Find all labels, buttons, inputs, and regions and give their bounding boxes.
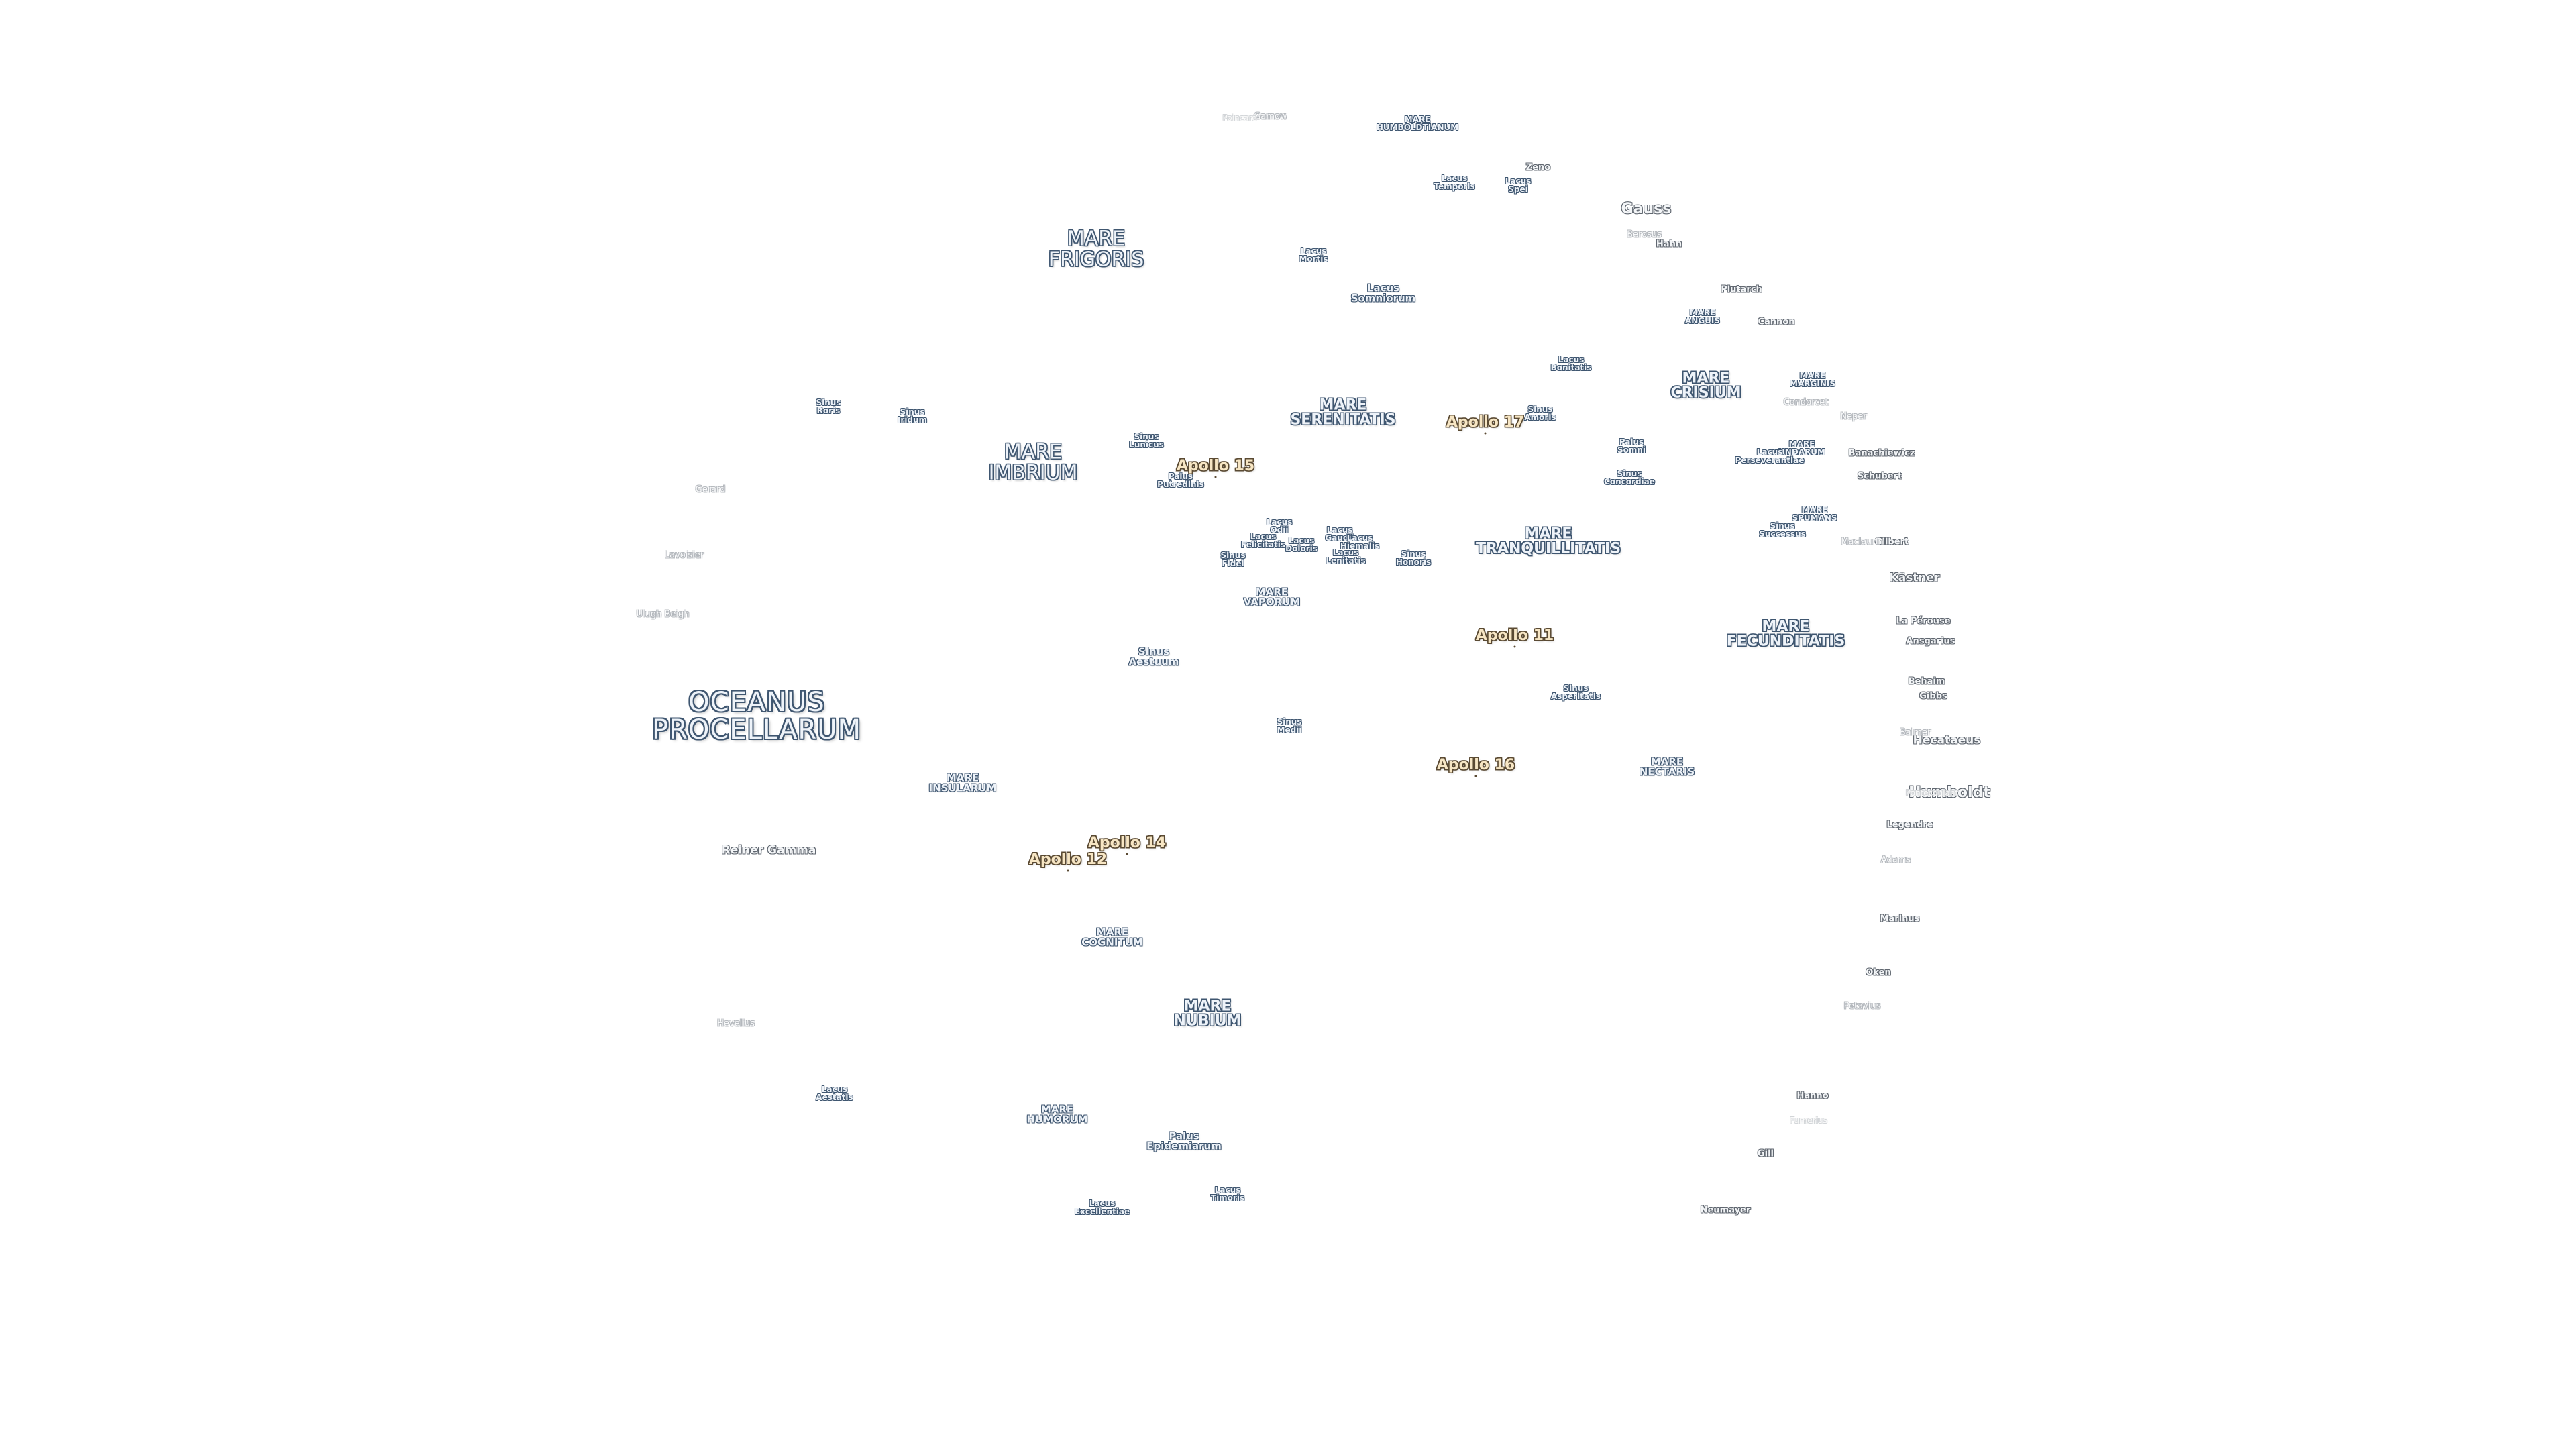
label-behaim[interactable]: Behaim <box>1908 676 1945 687</box>
label-lacus-bonitatis[interactable]: Lacus Bonitatis <box>1550 354 1592 372</box>
label-apollo-14[interactable]: Apollo 14 <box>1087 834 1167 851</box>
label-sinus-fidei[interactable]: Sinus Fidei <box>1220 550 1246 568</box>
label-gauss[interactable]: Gauss <box>1621 200 1672 217</box>
label-gill[interactable]: Gill <box>1757 1148 1774 1159</box>
label-kastner[interactable]: Kästner <box>1889 571 1940 585</box>
label-sinus-successus[interactable]: Sinus Successus <box>1759 521 1806 539</box>
label-mare-vaporum[interactable]: MARE VAPORUM <box>1243 586 1301 608</box>
label-maclaurin[interactable]: Maclaurin <box>1841 537 1884 547</box>
label-plutarch[interactable]: Plutarch <box>1721 284 1762 295</box>
label-gilbert[interactable]: Gilbert <box>1874 537 1909 547</box>
apollo-11-marker[interactable] <box>1513 645 1516 648</box>
apollo-15-marker[interactable] <box>1214 476 1217 478</box>
label-oceanus-procellarum[interactable]: OCEANUS PROCELLARUM <box>651 687 862 745</box>
label-schubert[interactable]: Schubert <box>1857 471 1902 482</box>
label-lacus-felicitatis[interactable]: Lacus Felicitatis <box>1240 531 1286 549</box>
label-lacus-timoris[interactable]: Lacus Timoris <box>1210 1185 1245 1203</box>
label-sinus-iridum[interactable]: Sinus Iridum <box>897 407 928 425</box>
label-sinus-aestuum[interactable]: Sinus Aestuum <box>1128 645 1179 668</box>
label-petavius[interactable]: Petavius <box>1843 1001 1881 1012</box>
label-mare-insularum[interactable]: MARE INSULARUM <box>928 771 997 794</box>
label-hahn[interactable]: Hahn <box>1656 239 1682 250</box>
label-zeno[interactable]: Zeno <box>1525 162 1551 173</box>
label-mare-humorum[interactable]: MARE HUMORUM <box>1026 1103 1088 1126</box>
label-furnerius[interactable]: Furnerius <box>1790 1115 1827 1125</box>
label-mare-spumans[interactable]: MARE SPUMANS <box>1792 504 1837 523</box>
label-lacus-aestatis[interactable]: Lacus Aestatis <box>816 1084 853 1102</box>
label-lacus-hiemalis[interactable]: Lacus Hiemalis <box>1340 533 1380 551</box>
label-lacus-spei[interactable]: Lacus Spei <box>1505 176 1532 194</box>
label-lacus-somniorum[interactable]: Lacus Somniorum <box>1350 282 1416 305</box>
apollo-17-marker[interactable] <box>1484 432 1487 435</box>
label-lacus-doloris[interactable]: Lacus Doloris <box>1285 535 1318 553</box>
label-ansgarius[interactable]: Ansgarius <box>1906 636 1955 647</box>
label-palus-somni[interactable]: Palus Somni <box>1617 437 1646 455</box>
label-legendre[interactable]: Legendre <box>1886 820 1933 830</box>
label-humboldt[interactable]: Humboldt <box>1909 784 1990 801</box>
label-palus-epidemiarum[interactable]: Palus Epidemiarum <box>1146 1130 1222 1152</box>
label-ulugh-beigh[interactable]: Ulugh Beigh <box>636 609 690 620</box>
label-mare-nubium[interactable]: MARE NUBIUM <box>1173 998 1242 1030</box>
label-palus-putredinis[interactable]: Palus Putredinis <box>1157 471 1204 489</box>
label-apollo-17[interactable]: Apollo 17 <box>1446 413 1525 431</box>
label-hecataeus[interactable]: Hecataeus <box>1913 733 1981 747</box>
label-mare-undarum[interactable]: MARE UNDARUM <box>1778 439 1825 457</box>
label-mare-cognitum[interactable]: MARE COGNITUM <box>1081 926 1143 949</box>
label-pontecoulant[interactable]: Pontécoulant <box>1905 788 1959 798</box>
label-lacus-excellentiae[interactable]: Lacus Excellentiae <box>1074 1198 1130 1216</box>
label-lacus-temporis[interactable]: Lacus Temporis <box>1434 173 1475 191</box>
label-poincare[interactable]: Poincaré <box>1222 113 1257 123</box>
label-reiner-gamma[interactable]: Reiner Gamma <box>721 843 816 857</box>
label-sinus-concordiae[interactable]: Sinus Concordiae <box>1604 468 1655 486</box>
label-balmer[interactable]: Balmer <box>1899 727 1931 738</box>
label-condorcet[interactable]: Condorcet <box>1783 397 1829 408</box>
label-berosus[interactable]: Berosus <box>1627 229 1662 240</box>
label-gibbs[interactable]: Gibbs <box>1919 691 1947 702</box>
label-apollo-11[interactable]: Apollo 11 <box>1475 627 1554 644</box>
label-apollo-16[interactable]: Apollo 16 <box>1436 756 1515 773</box>
label-marinus[interactable]: Marinus <box>1880 914 1920 924</box>
label-sinus-roris[interactable]: Sinus Roris <box>816 397 841 415</box>
label-banachiewicz[interactable]: Banachiewicz <box>1848 448 1915 459</box>
label-sinus-lunicus[interactable]: Sinus Lunicus <box>1129 431 1164 449</box>
label-lacus-lenitatis[interactable]: Lacus Lenitatis <box>1326 547 1366 566</box>
label-lacus-perseverantiae[interactable]: Lacus Perseverantiae <box>1735 447 1805 465</box>
apollo-14-marker[interactable] <box>1126 853 1128 855</box>
label-mare-fecunditatis[interactable]: MARE FECUNDITATIS <box>1726 618 1845 650</box>
label-neumayer[interactable]: Neumayer <box>1700 1205 1751 1216</box>
label-sinus-asperitatis[interactable]: Sinus Asperitatis <box>1550 683 1601 701</box>
label-lavoisier[interactable]: Lavoisier <box>664 550 704 561</box>
label-mare-serenitatis[interactable]: MARE SERENITATIS <box>1290 396 1396 429</box>
label-sinus-medii[interactable]: Sinus Medii <box>1277 716 1302 735</box>
label-mare-imbrium[interactable]: MARE IMBRIUM <box>988 440 1078 484</box>
label-apollo-15[interactable]: Apollo 15 <box>1176 457 1255 474</box>
label-neper[interactable]: Neper <box>1840 411 1867 422</box>
label-lacus-mortis[interactable]: Lacus Mortis <box>1299 246 1328 264</box>
label-mare-humboldtianum[interactable]: MARE HUMBOLDTIANUM <box>1376 114 1459 132</box>
label-la-perouse[interactable]: La Pérouse <box>1896 616 1951 627</box>
label-cannon[interactable]: Cannon <box>1758 317 1795 327</box>
label-gamow[interactable]: Gamow <box>1254 111 1287 122</box>
label-sinus-amoris[interactable]: Sinus Amoris <box>1524 404 1556 422</box>
label-adams[interactable]: Adams <box>1880 855 1911 865</box>
label-lacus-gaudii[interactable]: Lacus Gaudii <box>1325 525 1354 543</box>
label-hevelius[interactable]: Hevelius <box>717 1018 755 1029</box>
apollo-16-marker[interactable] <box>1474 775 1477 777</box>
label-hanno[interactable]: Hanno <box>1796 1091 1829 1102</box>
label-mare-marginis[interactable]: MARE MARGINIS <box>1790 370 1835 388</box>
label-mare-tranquillitatis[interactable]: MARE TRANQUILLITATIS <box>1475 525 1621 557</box>
label-oken[interactable]: Oken <box>1866 967 1891 978</box>
label-mare-crisium[interactable]: MARE CRISIUM <box>1670 370 1741 402</box>
label-apollo-12[interactable]: Apollo 12 <box>1028 851 1108 868</box>
label-mare-frigoris[interactable]: MARE FRIGORIS <box>1048 227 1144 271</box>
label-mare-nectaris[interactable]: MARE NECTARIS <box>1639 755 1695 778</box>
apollo-12-marker[interactable] <box>1067 869 1069 872</box>
label-gerard[interactable]: Gerard <box>695 484 726 495</box>
label-sinus-honoris[interactable]: Sinus Honoris <box>1395 549 1432 567</box>
label-mare-anguis[interactable]: MARE ANGUIS <box>1684 307 1721 325</box>
label-lacus-odii[interactable]: Lacus Odii <box>1266 517 1293 535</box>
